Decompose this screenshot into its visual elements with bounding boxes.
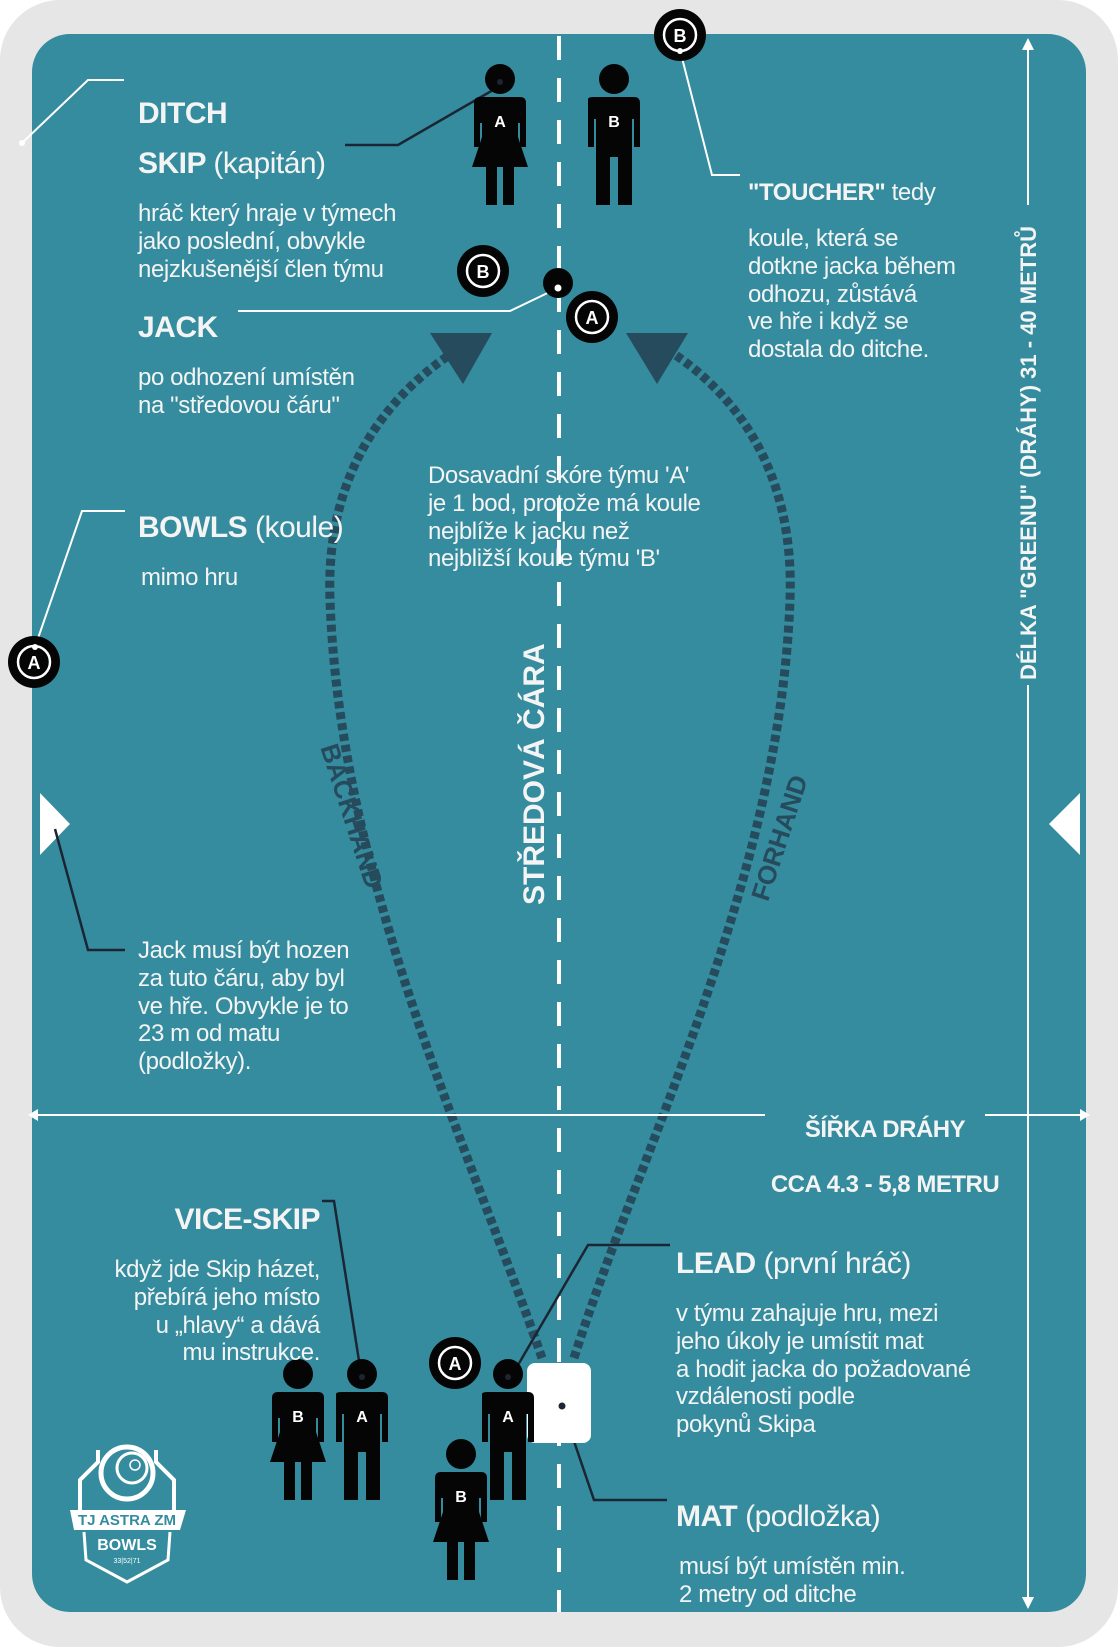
svg-text:A: A: [356, 1409, 368, 1426]
bowl-a-near-jack: A: [566, 291, 618, 343]
toucher-description: koule, která se dotkne jacka během odhoz…: [748, 224, 956, 364]
svg-text:B: B: [674, 26, 687, 46]
lead-title: LEAD: [676, 1246, 756, 1280]
svg-text:A: A: [449, 1354, 462, 1374]
player-vice-skip-b: B: [270, 1359, 326, 1500]
svg-text:B: B: [455, 1489, 467, 1506]
jack-ball: [543, 268, 573, 298]
toucher-title-rest: tedy: [885, 178, 936, 206]
mat-label: MAT (podložka) musí být umístěn min. 2 m…: [676, 1481, 906, 1627]
skip-subtitle: (kapitán): [213, 146, 326, 180]
length-arrow-bottom-head: [1022, 1597, 1034, 1609]
ditch-leader: [21, 79, 124, 144]
bowl-a-out-of-play: A: [8, 636, 60, 688]
bowl-a-at-mat: A: [429, 1337, 481, 1389]
jack-description: po odhození umístěn na "středovou čáru": [138, 363, 355, 419]
backhand-path: [325, 341, 547, 1360]
lead-subtitle: (první hráč): [763, 1246, 912, 1280]
lead-description: v týmu zahajuje hru, mezi jeho úkoly je …: [676, 1299, 971, 1439]
width-label: ŠÍŘKA DRÁHY CCA 4.3 - 5,8 METRU: [760, 1088, 1010, 1227]
green-length-label: DÉLKA "GREENU" (DRÁHY) 31 - 40 METRŮ: [1016, 226, 1041, 680]
svg-text:A: A: [586, 308, 599, 328]
ditch-label: DITCH: [138, 62, 228, 132]
svg-text:B: B: [477, 262, 490, 282]
width-arrow-right-head: [1080, 1109, 1090, 1121]
bowls-leader: [34, 510, 125, 648]
vice-skip-description: když jde Skip házet, přebírá jeho místo …: [114, 1255, 321, 1367]
backhand-arrowhead: [430, 333, 492, 384]
lead-label: LEAD (první hráč) v týmu zahajuje hru, m…: [676, 1228, 971, 1458]
svg-text:A: A: [502, 1409, 514, 1426]
bowls-title: BOWLS: [138, 510, 248, 544]
forhand-arrowhead: [626, 333, 688, 384]
width-label-line2: CCA 4.3 - 5,8 METRU: [770, 1171, 1000, 1199]
forhand-path: [569, 341, 795, 1360]
length-arrow-top-head: [1022, 38, 1034, 50]
jack-line-marker-right: [1049, 793, 1080, 855]
jack-line-note: Jack musí být hozen za tuto čáru, aby by…: [138, 937, 350, 1076]
vice-skip-label: VICE-SKIP když jde Skip házet, přebírá j…: [60, 1184, 321, 1386]
player-lead-b: B: [433, 1439, 489, 1580]
player-skip-a: A: [472, 64, 528, 205]
mat-title: MAT: [676, 1499, 738, 1533]
mat: [527, 1363, 591, 1443]
jack-line-marker-left: [40, 793, 70, 855]
skip-title: SKIP: [138, 146, 206, 180]
bowls-subtitle: (koule): [255, 510, 344, 544]
vice-skip-title: VICE-SKIP: [174, 1202, 320, 1236]
width-label-line1: ŠÍŘKA DRÁHY: [804, 1115, 966, 1143]
lead-leader: [509, 1243, 670, 1378]
jack-label: JACK po odhození umístěn na "středovou č…: [138, 292, 355, 438]
jack-title: JACK: [138, 310, 218, 344]
toucher-title: "TOUCHER": [748, 178, 886, 206]
player-vice-skip-a: A: [336, 1359, 388, 1500]
svg-text:A: A: [494, 114, 506, 131]
vice-skip-leader: [322, 1199, 364, 1381]
svg-text:B: B: [292, 1409, 304, 1426]
bowl-b-toucher: B: [654, 9, 706, 61]
ditch-title: DITCH: [138, 96, 228, 130]
skip-description: hráč který hraje v týmech jako poslední,…: [138, 199, 397, 283]
jack-line-leader: [53, 828, 125, 952]
bowls-description: mimo hru: [141, 563, 238, 591]
mat-description: musí být umístěn min. 2 metry od ditche: [679, 1552, 906, 1608]
toucher-label: "TOUCHER" tedy koule, která se dotkne ja…: [748, 160, 956, 383]
bowl-b-near-jack: B: [457, 245, 509, 297]
score-note: Dosavadní skóre týmu 'A' je 1 bod, proto…: [428, 462, 701, 573]
logo-line3: 33|52|71: [114, 1558, 141, 1565]
svg-text:B: B: [608, 114, 620, 131]
skip-leader: [345, 84, 501, 147]
mat-subtitle: (podložka): [745, 1499, 881, 1533]
player-skip-b: B: [588, 64, 640, 205]
width-arrow-left-head: [28, 1109, 38, 1121]
player-lead-a: A: [482, 1359, 534, 1500]
logo-line2: BOWLS: [97, 1537, 157, 1554]
bowls-label: BOWLS (koule) mimo hru: [138, 492, 344, 610]
logo-line1: TJ ASTRA ZM: [78, 1512, 176, 1529]
svg-text:A: A: [28, 653, 41, 673]
club-logo: [70, 1444, 186, 1584]
center-line-label: STŘEDOVÁ ČÁRA: [518, 643, 551, 905]
jack-leader: [238, 287, 559, 312]
toucher-leader: [679, 49, 740, 176]
skip-label: SKIP (kapitán) hráč který hraje v týmech…: [138, 128, 396, 302]
